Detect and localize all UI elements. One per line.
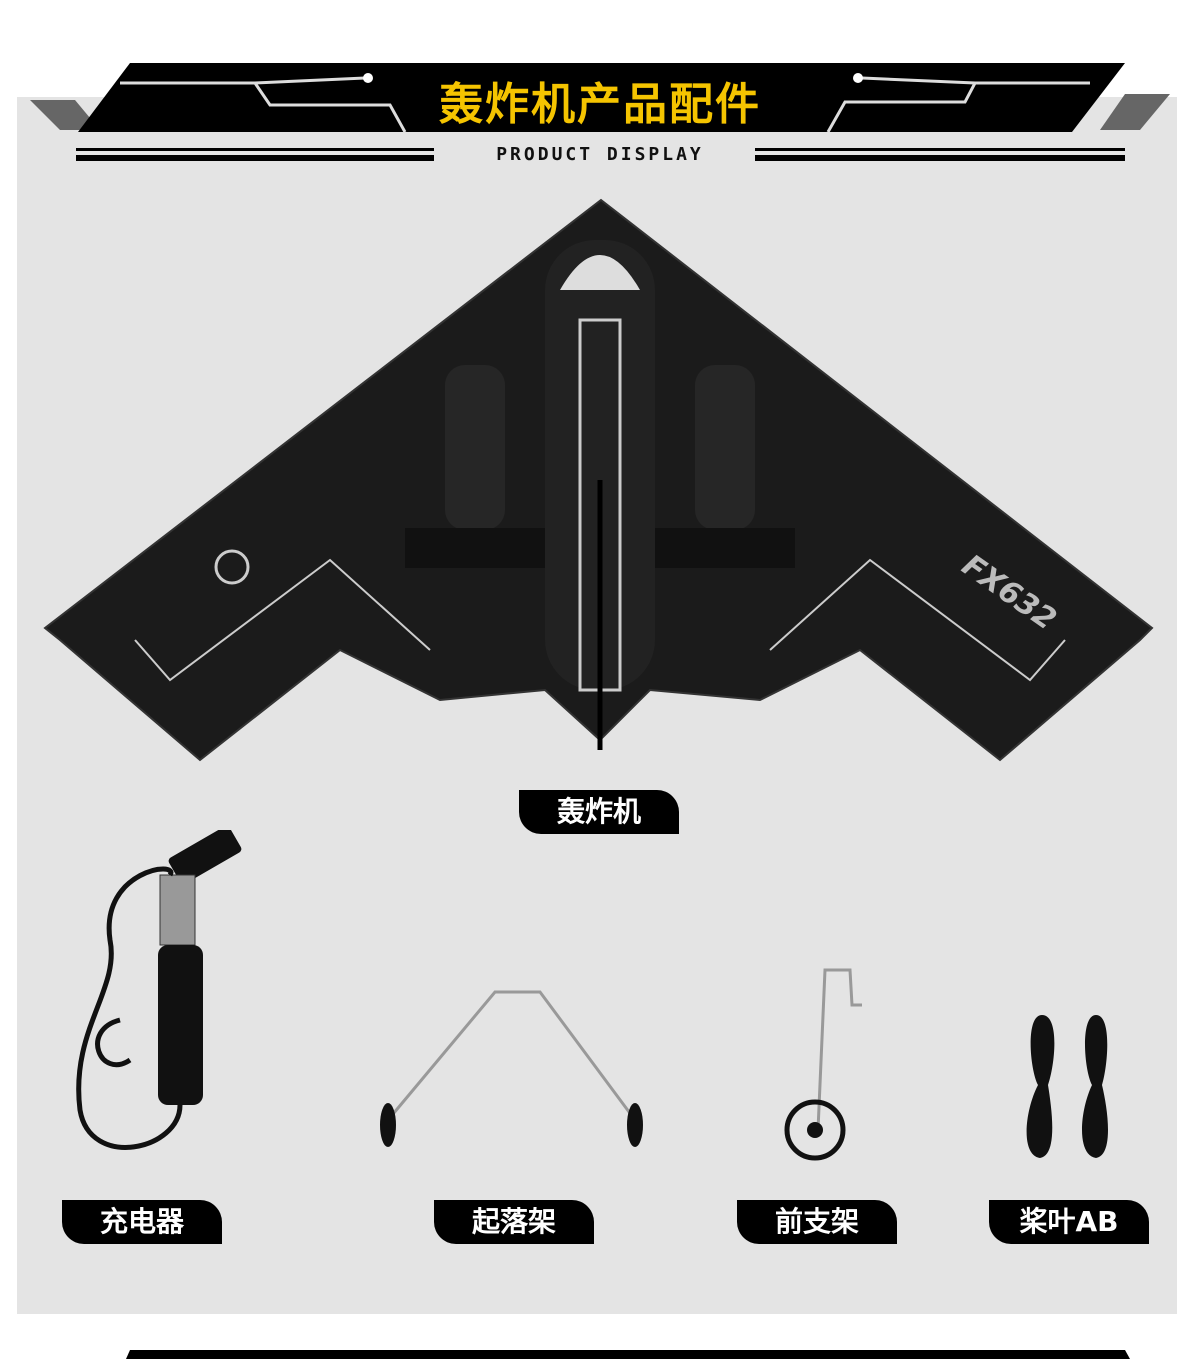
bomber-aircraft-image: FX632 [43, 198, 1154, 762]
header-banner [30, 63, 1170, 161]
label-bomber: 轰炸机 [519, 790, 679, 834]
propeller-blades-image [1026, 1015, 1108, 1158]
page-title: 轰炸机产品配件 [439, 79, 761, 130]
label-propeller-blades: 桨叶AB [989, 1200, 1149, 1244]
next-section-banner [126, 1350, 1130, 1359]
label-front-strut: 前支架 [737, 1200, 897, 1244]
landing-gear-image [380, 990, 643, 1147]
label-charger: 充电器 [62, 1200, 222, 1244]
charger-cable-image [76, 830, 242, 1150]
label-landing-gear: 起落架 [434, 1200, 594, 1244]
page-subtitle: PRODUCT DISPLAY [496, 144, 704, 165]
front-strut-image [784, 968, 862, 1161]
